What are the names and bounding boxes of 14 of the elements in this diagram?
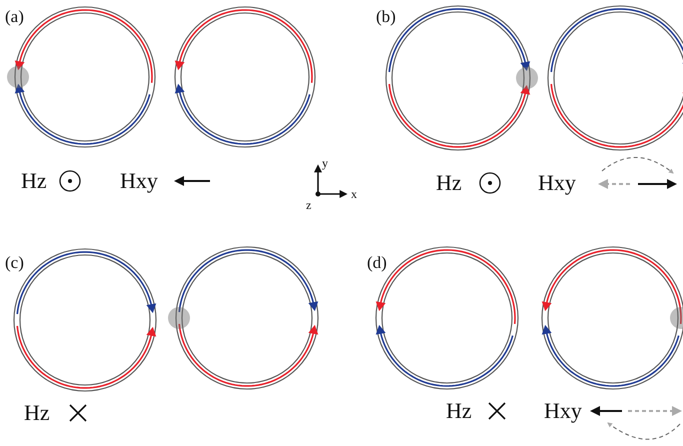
panel-label: (a) <box>5 8 24 25</box>
axis-label: y <box>322 157 328 169</box>
panel-label: (d) <box>367 254 387 271</box>
field-label: Hz <box>24 402 50 424</box>
field-label: Hz <box>436 172 462 194</box>
axis-label: z <box>306 199 312 211</box>
field-label: Hxy <box>544 400 582 422</box>
field-label: Hxy <box>120 170 158 192</box>
field-label: Hxy <box>538 172 576 194</box>
field-label: Hz <box>446 400 472 422</box>
panel-label: (b) <box>376 8 396 25</box>
field-label: Hz <box>21 170 47 192</box>
panel-label: (c) <box>5 254 24 271</box>
axis-label: x <box>351 188 357 200</box>
